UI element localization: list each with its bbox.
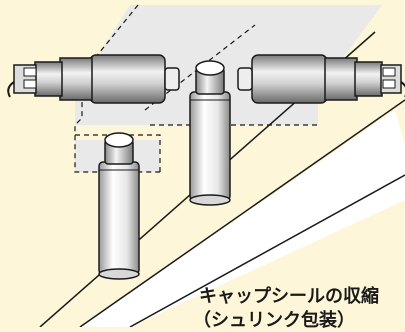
- right-heat-gun: [237, 54, 405, 104]
- left-heat-gun: [7, 54, 180, 104]
- bottle-middle: [189, 60, 231, 206]
- caption-line-1: キャップシールの収縮: [199, 286, 379, 307]
- bottle-front: [98, 132, 140, 280]
- caption-line-2: （シュリンク包装）: [193, 310, 355, 331]
